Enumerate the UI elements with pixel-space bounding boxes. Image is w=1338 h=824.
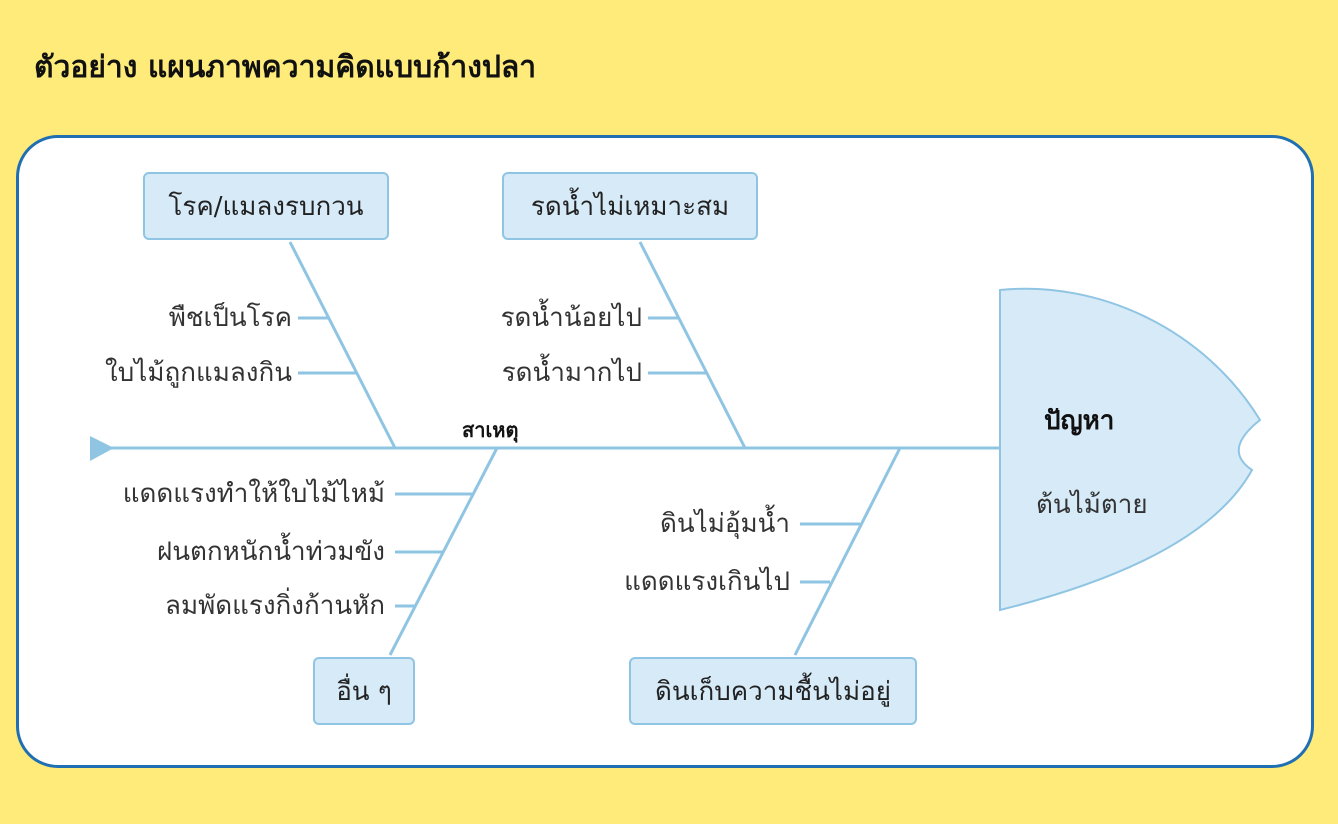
bone-line xyxy=(638,241,747,449)
spine-tail-arrow xyxy=(90,436,114,461)
category-box-soil: ดินเก็บความชื้นไม่อยู่ xyxy=(629,657,917,725)
cause-label: ดินไม่อุ้มน้ำ xyxy=(660,509,790,539)
problem-heading: ปัญหา xyxy=(1044,406,1115,436)
fish-head xyxy=(999,287,1262,612)
cause-label: ใบไม้ถูกแมลงกิน xyxy=(105,358,292,388)
cause-label: รดน้ำมากไป xyxy=(501,358,642,388)
category-box-other: อื่น ๆ xyxy=(313,657,415,725)
problem-text: ต้นไม้ตาย xyxy=(1036,490,1148,520)
bone-line xyxy=(388,447,499,656)
cause-label: ลมพัดแรงกิ่งก้านหัก xyxy=(165,591,385,621)
category-box-pests: โรค/แมลงรบกวน xyxy=(143,172,389,240)
cause-label: พืชเป็นโรค xyxy=(168,303,292,333)
spine-label: สาเหตุ xyxy=(462,418,519,442)
cause-label: รดน้ำน้อยไป xyxy=(500,303,642,333)
cause-label: แดดแรงทำให้ใบไม้ไหม้ xyxy=(122,479,385,509)
page-title: ตัวอย่าง แผนภาพความคิดแบบก้างปลา xyxy=(34,50,537,85)
cause-label: แดดแรงเกินไป xyxy=(624,567,790,597)
cause-label: ฝนตกหนักน้ำท่วมขัง xyxy=(156,537,385,567)
bone-line xyxy=(793,447,902,656)
bone-line xyxy=(288,241,397,449)
category-box-watering: รดน้ำไม่เหมาะสม xyxy=(502,172,758,240)
